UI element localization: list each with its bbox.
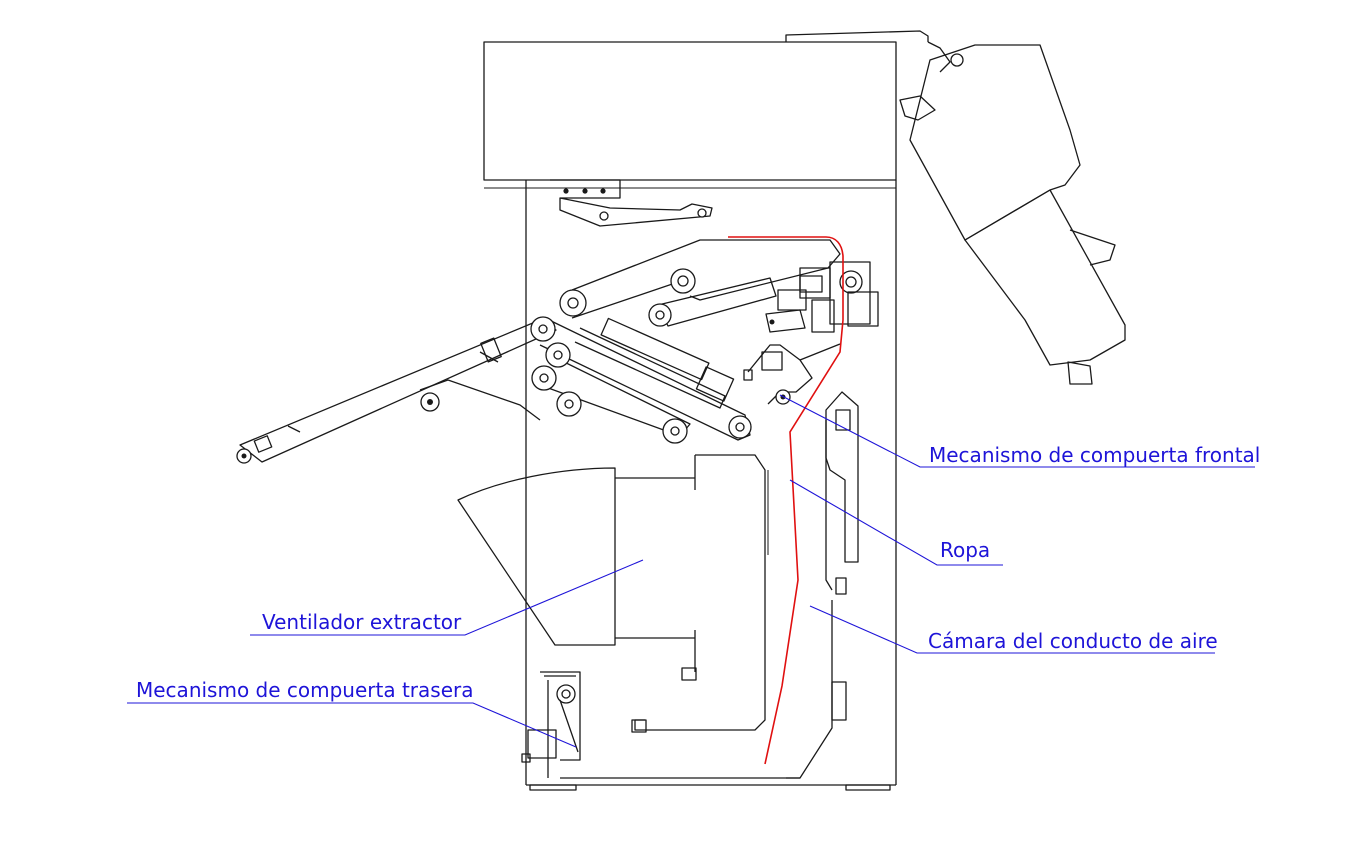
upper-gate-mechanism (765, 261, 879, 333)
main-cabinet (525, 180, 897, 791)
clothes-path-line (728, 236, 844, 765)
inner-partition (631, 454, 769, 733)
front-gate-mechanism (743, 343, 841, 405)
leader-lines (127, 394, 1255, 748)
label-exhaust-fan: Ventilador extractor (262, 610, 462, 634)
leader-exhaust-fan (250, 559, 644, 636)
label-air-duct-chamber: Cámara del conducto de aire (928, 629, 1218, 653)
upper-conveyor-arm (559, 239, 841, 327)
left-feeder-arm (236, 319, 557, 464)
top-housing (483, 30, 929, 189)
right-attached-unit (899, 41, 1126, 385)
air-duct-chamber (560, 391, 859, 779)
top-bracket (550, 179, 713, 227)
exhaust-fan-housing (457, 467, 695, 646)
leader-air-duct (809, 605, 1215, 654)
leader-clothes (789, 479, 1003, 566)
label-clothes: Ropa (940, 538, 990, 562)
label-rear-gate-mechanism: Mecanismo de compuerta trasera (136, 678, 474, 702)
leader-rear-gate (127, 702, 577, 748)
lower-belt-assembly (530, 316, 752, 444)
rear-gate-mechanism (521, 671, 581, 778)
label-front-gate-mechanism: Mecanismo de compuerta frontal (929, 443, 1260, 467)
leader-front-gate (779, 394, 1255, 468)
